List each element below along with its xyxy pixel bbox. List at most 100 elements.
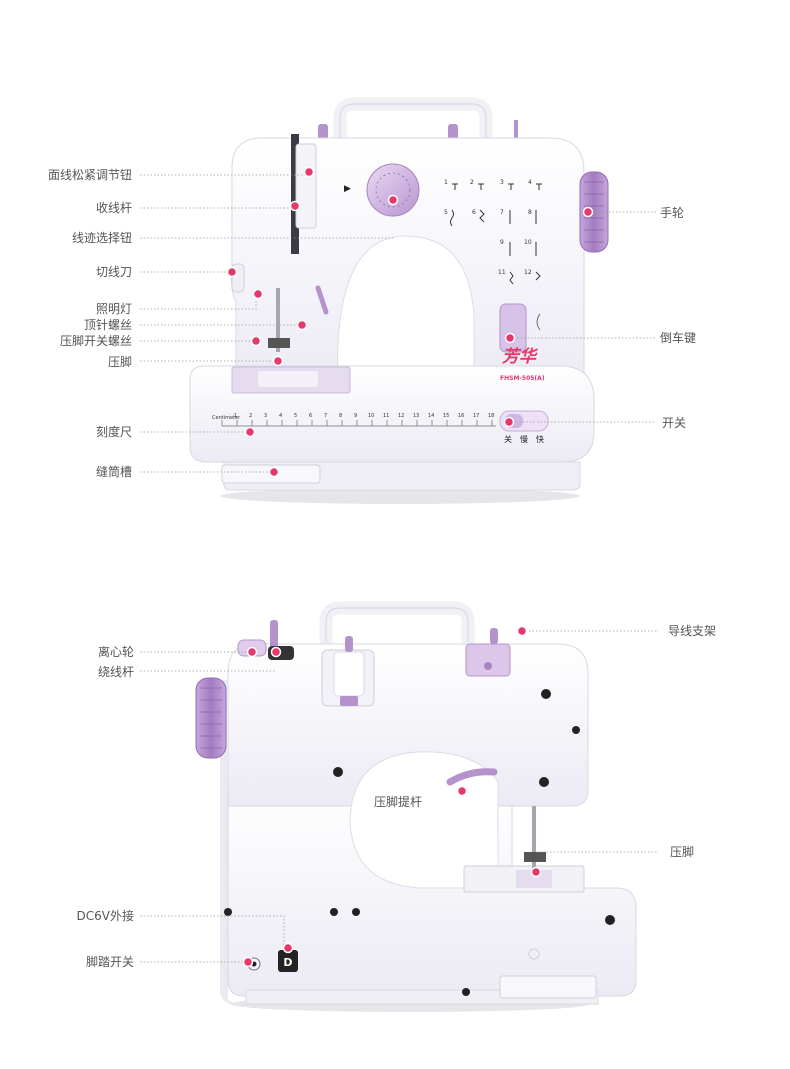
label-reverse: 倒车键	[660, 331, 697, 345]
label-dc-in: DC6V外接	[76, 909, 134, 923]
stitch-chart: 1 2 3 4 5 6 7 8 9 10 11 12	[444, 179, 532, 276]
dc-port-glyph: D	[283, 956, 292, 969]
svg-text:12: 12	[524, 269, 532, 276]
stitch-selector-dial[interactable]	[366, 163, 420, 217]
front-arm-opening	[337, 235, 475, 389]
switch-label-fast: 快	[536, 435, 544, 444]
front-presser-foot-shape	[268, 338, 290, 348]
dot-thread-cutter	[226, 266, 238, 278]
back-handwheel[interactable]	[195, 677, 227, 759]
label-switch: 开关	[662, 416, 687, 430]
label-bobbin-winder: 离心轮	[97, 645, 134, 659]
label-take-up-lever: 收线杆	[95, 201, 132, 215]
brand-name: 芳华	[502, 347, 536, 367]
ruler-number: 13	[413, 413, 420, 419]
back-machine: D	[195, 601, 637, 1012]
svg-text:8: 8	[528, 209, 532, 216]
label-pedal: 脚踏开关	[85, 955, 134, 969]
dot-stitch-selector	[387, 194, 399, 206]
ruler-number: 11	[383, 413, 390, 419]
label-back-presser-foot: 压脚	[670, 845, 695, 859]
reverse-arrow-icon	[536, 313, 541, 331]
dot-needle-screw	[296, 319, 308, 331]
svg-text:3: 3	[500, 179, 504, 186]
front-thread-guide	[514, 120, 518, 140]
screw-holes	[224, 689, 615, 996]
reverse-lever[interactable]	[499, 303, 527, 353]
dot-dc-in	[282, 942, 294, 954]
dot-upper-tension	[303, 166, 315, 178]
front-tension-slot	[291, 134, 299, 254]
dot-reverse	[504, 332, 516, 344]
svg-text:11: 11	[498, 269, 506, 276]
front-needle-bar	[276, 288, 280, 352]
dot-back-presser-foot	[530, 866, 542, 878]
dot-bobbin-winder	[246, 646, 258, 658]
spool-pin	[345, 636, 353, 652]
svg-text:1: 1	[444, 179, 448, 186]
back-button-circle	[528, 948, 540, 960]
ruler-number: 7	[324, 413, 328, 419]
label-ruler: 刻度尺	[95, 425, 132, 439]
dc-port[interactable]	[278, 950, 298, 972]
dot-handwheel	[582, 206, 594, 218]
label-bobbin-slot: 缝筒槽	[95, 465, 132, 479]
front-handle	[333, 97, 493, 147]
thread-guide-plate	[465, 643, 511, 677]
ruler-number: 9	[354, 413, 358, 419]
back-presser-foot-shape	[524, 852, 546, 862]
model-number: FHSM-505(A)	[500, 375, 545, 382]
switch-label-slow: 慢	[520, 435, 528, 444]
thread-guide-post	[490, 628, 498, 644]
ruler-number: 3	[264, 413, 268, 419]
ruler-number: 1	[234, 413, 238, 419]
front-spool-pin-2	[448, 124, 458, 140]
ruler-ticks	[221, 420, 493, 426]
ruler-number: 16	[458, 413, 465, 419]
winder-shaft[interactable]	[270, 620, 278, 650]
front-handle-outline	[339, 103, 487, 140]
switch-label-off: 关	[504, 435, 512, 444]
svg-text:10: 10	[524, 239, 532, 246]
dot-ruler	[244, 426, 256, 438]
front-ruler-bg	[220, 412, 496, 428]
label-presser-foot: 压脚	[107, 355, 132, 369]
dot-winder-shaft	[270, 646, 282, 658]
ruler-number: 18	[488, 413, 495, 419]
back-feed-dog	[516, 870, 552, 888]
label-handwheel: 手轮	[660, 206, 685, 220]
dot-presser-screw	[250, 335, 262, 347]
ruler-number: 14	[428, 413, 435, 419]
svg-text:7: 7	[500, 209, 504, 216]
ruler-number: 17	[473, 413, 480, 419]
dot-light	[252, 288, 264, 300]
back-handle-outline	[325, 607, 469, 642]
spool-base	[340, 696, 358, 706]
back-needle-bar	[532, 806, 536, 868]
ruler-number: 15	[443, 413, 450, 419]
back-side-edge	[220, 680, 238, 1004]
dot-take-up-lever	[289, 200, 301, 212]
front-shadow	[220, 488, 580, 504]
svg-text:6: 6	[472, 209, 476, 216]
marker-dots	[226, 166, 594, 968]
ruler-number: 8	[339, 413, 343, 419]
stitch-icons	[450, 183, 542, 285]
handwheel[interactable]	[579, 171, 609, 253]
label-thread-cutter: 切线刀	[95, 265, 132, 279]
dot-presser-lever	[456, 785, 468, 797]
label-winder-shaft: 绕线杆	[97, 665, 134, 679]
label-presser-lift-lever: 压脚提杆	[374, 795, 423, 809]
front-take-up-cover	[295, 143, 317, 229]
label-needle-screw: 顶针螺丝	[83, 318, 132, 332]
ruler-number: 10	[368, 413, 375, 419]
ruler-number: 12	[398, 413, 405, 419]
presser-lift-lever[interactable]	[446, 768, 498, 786]
label-presser-screw: 压脚开关螺丝	[59, 334, 132, 348]
label-light: 照明灯	[95, 302, 132, 316]
front-machine: 1 2 3 4 5 6 7 8 9 10 11 12	[189, 97, 609, 504]
front-presser-lever	[315, 285, 329, 315]
ruler-title: Centimeter	[212, 415, 241, 421]
dial-numbers-ring	[375, 172, 411, 208]
